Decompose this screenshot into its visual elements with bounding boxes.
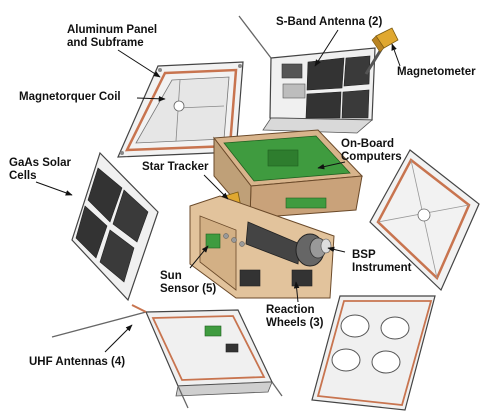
label-aluminum-panel: Aluminum Panel and Subframe: [67, 24, 158, 49]
uhf-antenna: [177, 385, 189, 409]
aperture: [340, 314, 370, 338]
aperture: [331, 348, 361, 372]
solar-cell: [87, 167, 123, 223]
label-gaas-solar-cells: GaAs Solar Cells: [9, 157, 71, 182]
solar-cell: [75, 205, 108, 259]
leader-star-tracker: [203, 174, 229, 200]
leader-uhf-antennas: [104, 324, 133, 353]
leader-on-board-computers: [317, 161, 346, 170]
solar-cell: [343, 55, 371, 87]
leader-reaction-wheels: [293, 281, 300, 303]
reaction-wheel-housing: [239, 269, 261, 287]
sun-sensor: [205, 233, 221, 249]
solar-cell: [306, 57, 345, 91]
uhf-antenna: [51, 311, 147, 338]
left-solar-panel: [71, 151, 159, 302]
label-uhf-antennas: UHF Antennas (4): [29, 356, 126, 368]
bottom-right-panel: [311, 295, 436, 411]
s-band-antenna-whip: [238, 15, 272, 59]
label-reaction-wheels: Reaction Wheels (3): [266, 304, 324, 329]
solar-cell: [341, 89, 370, 119]
leader-magnetorquer-coil: [136, 95, 166, 102]
leader-bsp-instrument: [327, 246, 346, 253]
label-magnetorquer-coil: Magnetorquer Coil: [19, 91, 121, 103]
bottom-panel: [51, 304, 283, 409]
label-on-board-computers: On-Board Computers: [341, 138, 402, 163]
magnetometer-boom: [364, 47, 384, 75]
leader-gaas-solar-cells: [35, 181, 73, 196]
label-sun-sensor: Sun Sensor (5): [160, 270, 217, 295]
label-star-tracker: Star Tracker: [142, 161, 209, 173]
leader-s-band-antenna: [314, 29, 339, 67]
aperture: [371, 350, 401, 374]
leader-magnetometer: [391, 43, 401, 67]
solar-cell: [112, 189, 149, 243]
label-magnetometer: Magnetometer: [397, 66, 476, 78]
uhf-antenna: [271, 381, 283, 397]
aperture: [380, 316, 410, 340]
s-band-antenna-patch: [281, 63, 303, 79]
leader-aluminum-panel: [117, 49, 161, 78]
leader-sun-sensor: [189, 245, 209, 269]
sun-sensor-board: [204, 325, 222, 337]
leader-lines: [35, 29, 401, 353]
label-bsp-instrument: BSP Instrument: [352, 249, 412, 274]
solar-cell: [99, 229, 135, 283]
solar-cell: [305, 91, 342, 119]
top-right-panel: [238, 15, 399, 134]
right-panel: [369, 149, 480, 292]
label-s-band-antenna: S-Band Antenna (2): [276, 16, 383, 28]
bsp-instrument: [245, 221, 301, 265]
